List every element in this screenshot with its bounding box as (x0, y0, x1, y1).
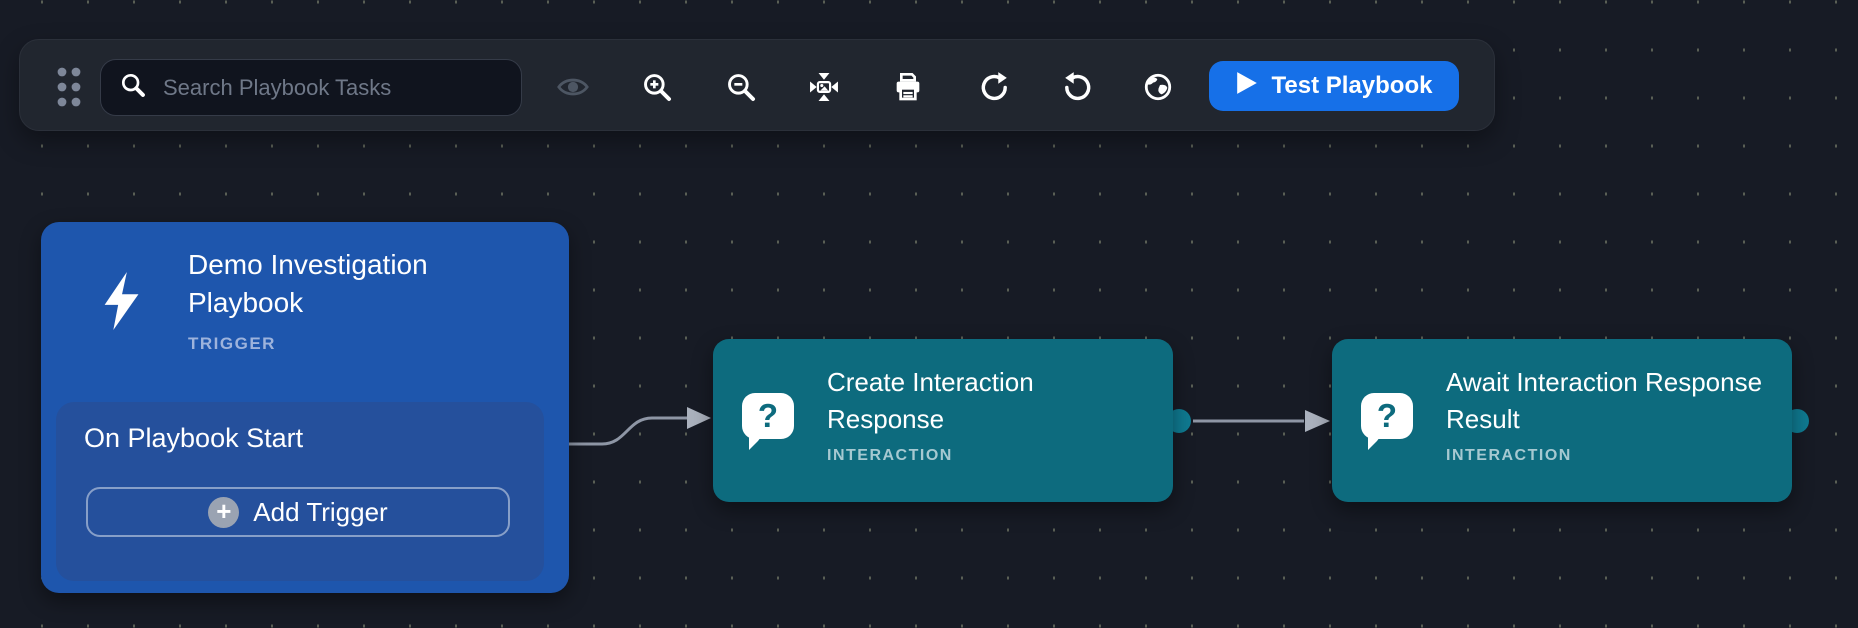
node-demo-investigation-playbook[interactable]: Demo Investigation Playbook TRIGGER On P… (41, 222, 569, 593)
add-trigger-button[interactable]: + Add Trigger (86, 487, 510, 537)
node-title: Demo Investigation Playbook (188, 249, 428, 318)
question-bubble-icon: ? (1361, 393, 1413, 450)
test-playbook-button[interactable]: Test Playbook (1209, 61, 1459, 111)
add-trigger-label: Add Trigger (253, 496, 388, 527)
search-input[interactable] (161, 73, 511, 102)
trigger-row-on-playbook-start[interactable]: On Playbook Start (84, 423, 304, 453)
eye-icon[interactable] (551, 65, 595, 109)
plus-icon: + (208, 496, 240, 528)
node-await-interaction-response-result[interactable]: ? Await Interaction Response Result INTE… (1332, 339, 1792, 502)
zoom-in-icon[interactable] (635, 65, 679, 109)
print-icon[interactable] (886, 65, 930, 109)
search-box (100, 59, 522, 116)
node-category: INTERACTION (1446, 447, 1572, 464)
trigger-list-panel: On Playbook Start + Add Trigger (56, 402, 544, 581)
node-create-interaction-response[interactable]: ? Create Interaction Response INTERACTIO… (713, 339, 1173, 502)
globe-icon[interactable] (1136, 65, 1180, 109)
play-icon (1236, 71, 1258, 102)
fit-view-icon[interactable] (802, 65, 846, 109)
test-playbook-label: Test Playbook (1271, 72, 1433, 99)
arrowhead (687, 407, 711, 429)
node-category: TRIGGER (188, 334, 276, 353)
node-title: Await Interaction Response Result (1446, 367, 1763, 434)
playbook-toolbar: Test Playbook (19, 39, 1495, 131)
arrowhead (1305, 410, 1330, 432)
node-title: Create Interaction Response (827, 367, 1034, 434)
question-bubble-icon: ? (742, 393, 794, 450)
zoom-out-icon[interactable] (719, 65, 763, 109)
node-category: INTERACTION (827, 447, 953, 464)
search-icon (119, 71, 147, 104)
lightning-icon (99, 272, 147, 335)
undo-icon[interactable] (1056, 65, 1100, 109)
redo-icon[interactable] (972, 65, 1016, 109)
drag-handle-icon[interactable] (56, 66, 82, 108)
